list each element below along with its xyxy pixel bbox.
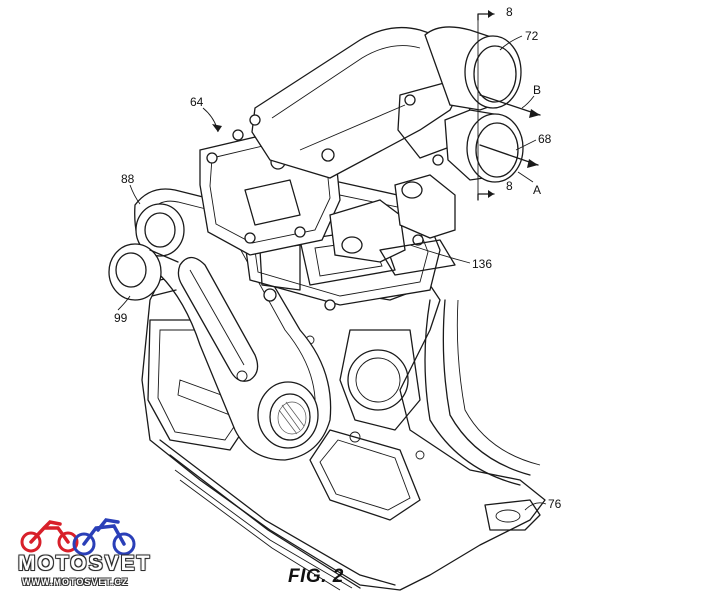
motorcycle-blue-icon <box>72 518 136 556</box>
section-line-8 <box>477 10 495 201</box>
figure-caption: FIG. 2 <box>288 566 344 587</box>
label-72: 72 <box>525 29 539 43</box>
leader-lines <box>117 35 547 511</box>
label-8-top: 8 <box>506 5 513 19</box>
label-68: 68 <box>538 132 552 146</box>
label-99: 99 <box>114 311 128 325</box>
manifold-136 <box>329 174 456 276</box>
label-136: 136 <box>472 257 492 271</box>
hub-99 <box>108 243 179 301</box>
label-64: 64 <box>190 95 204 109</box>
label-88: 88 <box>121 172 135 186</box>
label-76: 76 <box>548 497 562 511</box>
label-A: A <box>533 183 541 197</box>
motorcycle-red-icon <box>20 520 79 553</box>
label-8-bottom: 8 <box>506 179 513 193</box>
watermark-url: WWW.MOTOSVET.CZ <box>22 577 129 587</box>
reference-labels: 8 72 B 68 A 8 64 88 99 136 76 <box>114 5 562 511</box>
watermark-brand: MOTOSVET <box>18 552 152 575</box>
swingarm-bracket <box>134 188 332 461</box>
port-72 <box>424 26 522 111</box>
port-68 <box>444 109 524 183</box>
flow-arrows <box>479 94 541 168</box>
motosvet-logo <box>20 518 136 556</box>
label-B: B <box>533 83 541 97</box>
